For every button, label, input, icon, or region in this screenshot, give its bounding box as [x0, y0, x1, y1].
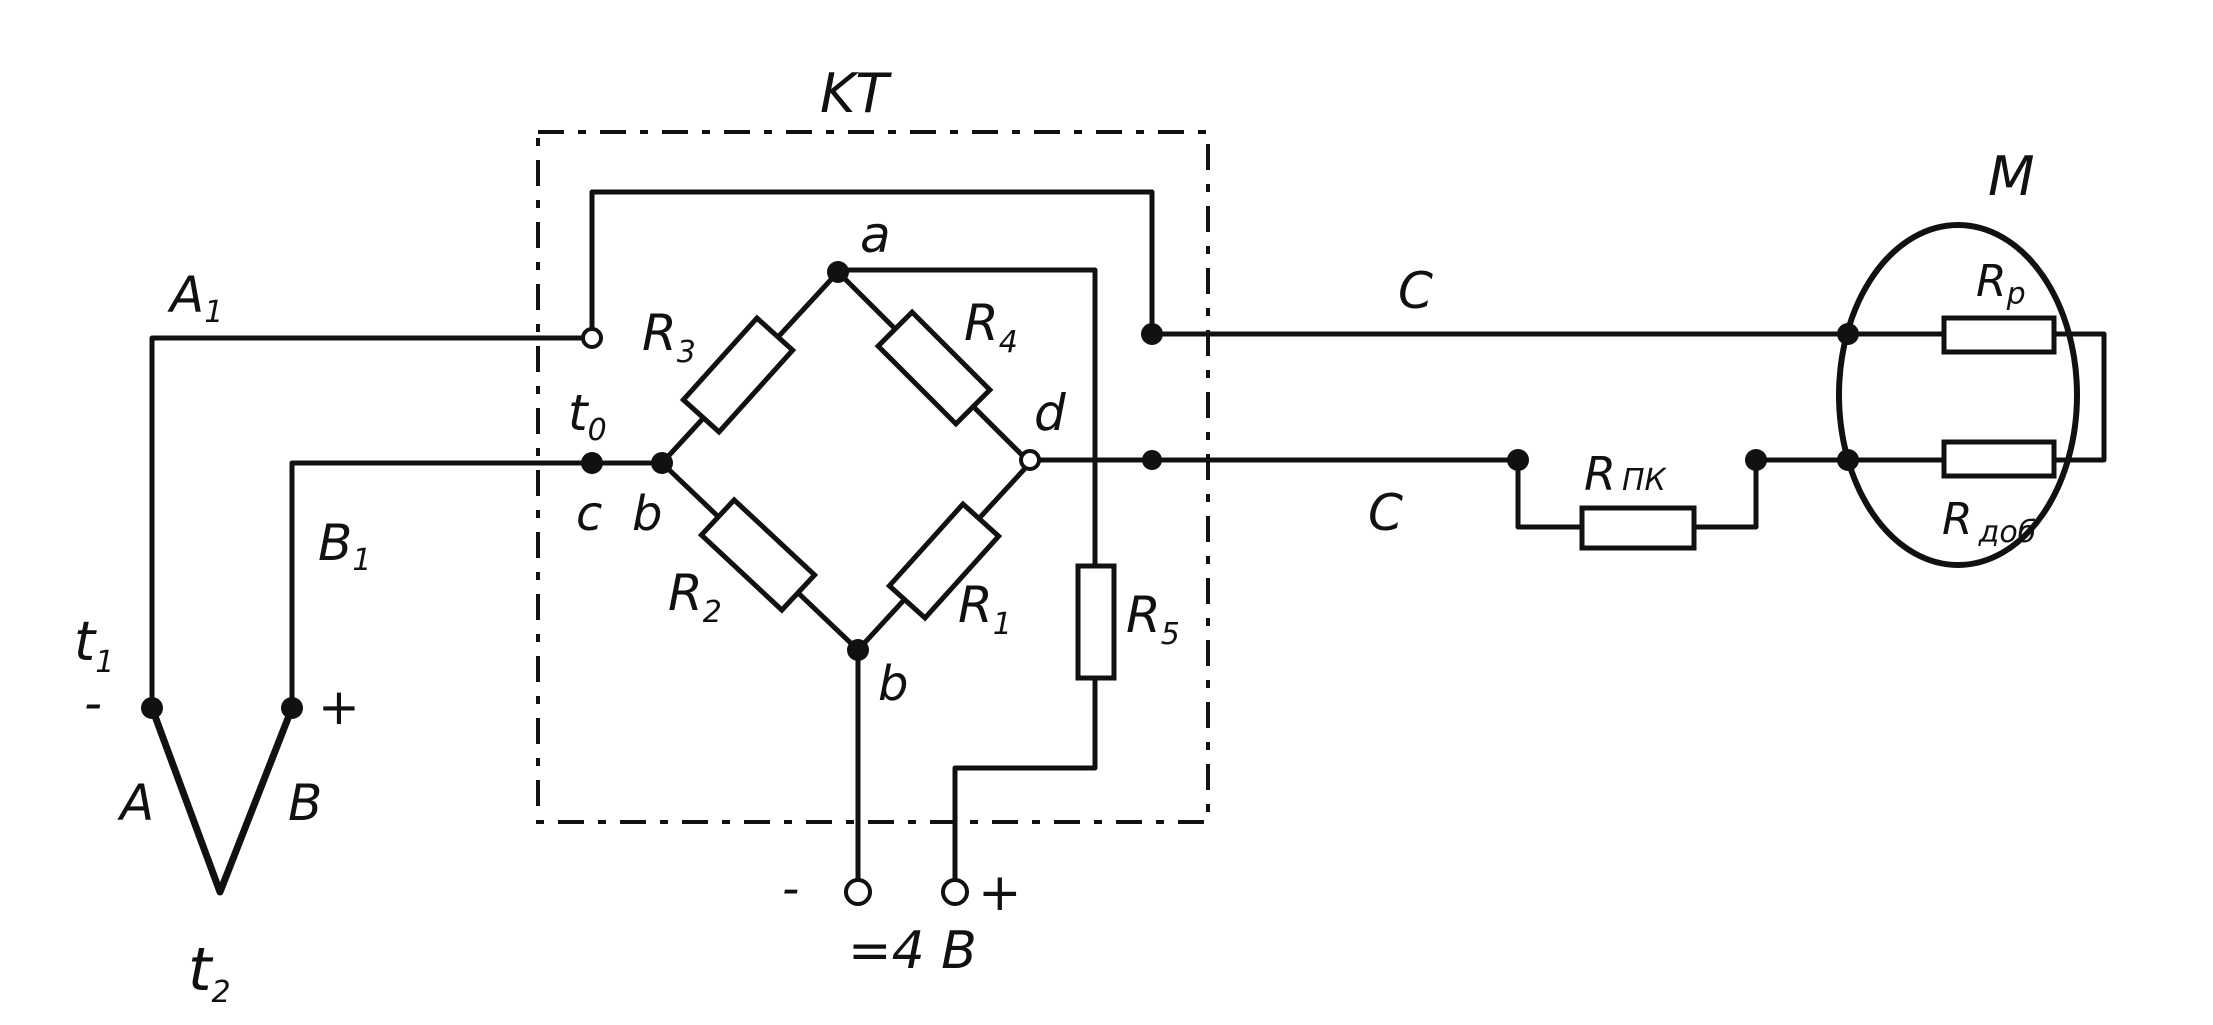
terminal-a1-dot: [581, 327, 603, 349]
supply-minus-terminal: [844, 878, 872, 906]
resistor-r2: [697, 496, 819, 614]
resistor-rdob: [1941, 439, 2057, 479]
terminal-plus-dot: [281, 697, 303, 719]
resistor-r4: [874, 308, 994, 428]
thermocouple-legs: [148, 704, 296, 896]
label-junction-b: B: [288, 774, 322, 832]
label-node-d: d: [1034, 384, 1066, 442]
wire-r5-bottom: [952, 673, 1098, 891]
terminal-c-top-dot: [1141, 323, 1163, 345]
label-b1: B1: [318, 514, 371, 578]
supply-plus-terminal: [941, 878, 969, 906]
label-r5: R5: [1126, 586, 1180, 652]
label-node-b-bottom: b: [878, 656, 908, 712]
label-c-bottom: C: [1368, 484, 1403, 542]
label-r1: R1: [958, 576, 1012, 642]
meter-top-dot: [1837, 323, 1859, 345]
label-node-c: c: [576, 486, 602, 542]
label-r2: R2: [668, 564, 722, 630]
label-r4: R4: [964, 294, 1018, 360]
label-rp: Rp: [1976, 256, 2026, 312]
resistor-rp: [1941, 315, 2057, 355]
resistor-r1: [885, 500, 1003, 622]
label-junction-a: A: [117, 774, 154, 832]
wire-a1: [149, 335, 593, 711]
wire-rpk-right: [1691, 457, 1851, 530]
terminal-t1-dot: [141, 697, 163, 719]
label-t1: t1: [74, 610, 114, 680]
meter-bottom-dot: [1837, 449, 1859, 471]
terminal-c-bottom-dot: [1142, 450, 1162, 470]
wire-compensation-loop: [589, 189, 1155, 341]
label-t0: t0: [568, 384, 607, 448]
label-node-a: a: [860, 206, 891, 264]
rpk-right-dot: [1745, 449, 1767, 471]
label-supply-voltage: =4 B: [848, 921, 977, 981]
resistor-rpk: [1579, 505, 1697, 551]
label-t2: t2: [188, 935, 231, 1010]
node-b-bottom-dot: [847, 639, 869, 661]
label-kt: KT: [820, 62, 892, 125]
resistor-r5: [1075, 563, 1117, 681]
label-supply-plus: +: [978, 863, 1022, 923]
node-b-left-dot: [651, 452, 673, 474]
label-c-top: C: [1398, 262, 1433, 320]
node-c-dot: [581, 452, 603, 474]
label-r3: R3: [642, 304, 696, 370]
wire-meter-internal: [2053, 331, 2107, 463]
node-d-dot: [1019, 449, 1041, 471]
label-meter-m: M: [1988, 145, 2035, 208]
wire-r5-top: [835, 267, 1098, 571]
kt-enclosure: [536, 130, 1210, 824]
node-a-dot: [827, 261, 849, 283]
label-minus: -: [84, 674, 102, 732]
wire-b1: [289, 460, 665, 711]
rpk-left-dot: [1507, 449, 1529, 471]
label-a1: A1: [167, 266, 223, 330]
resistor-r3: [679, 314, 797, 436]
label-supply-minus: -: [782, 861, 799, 917]
meter-circle: [1836, 222, 2080, 568]
label-node-b-left: b: [632, 486, 662, 542]
wire-rpk-left: [1515, 457, 1585, 530]
label-plus: +: [318, 678, 360, 736]
